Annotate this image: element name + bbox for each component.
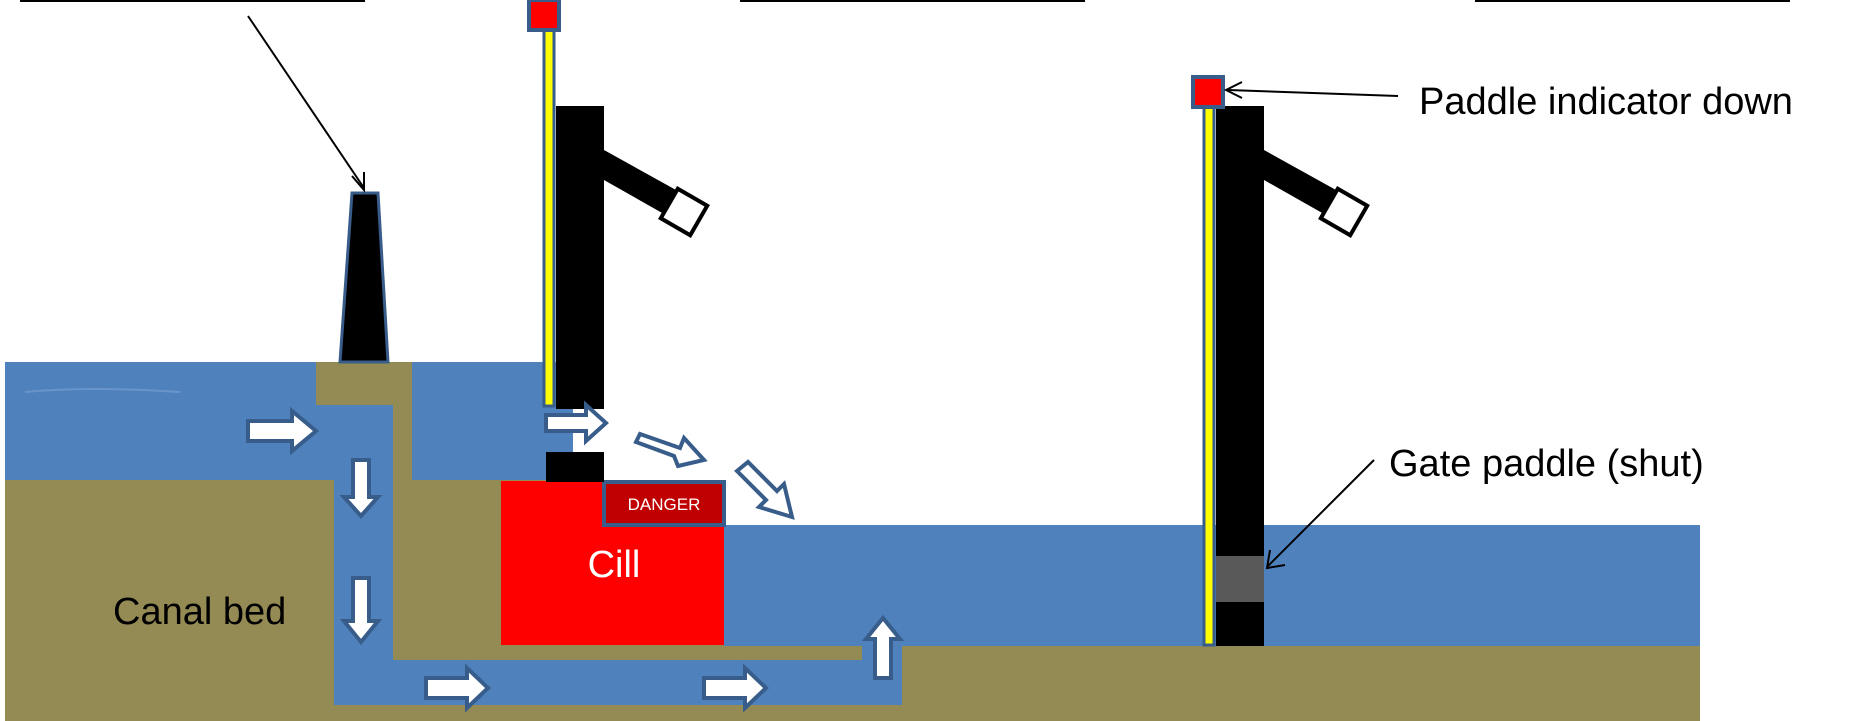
flow-arrow [734, 459, 795, 520]
top-gate-indicator-rod [542, 26, 556, 408]
top-gate-post [556, 106, 604, 409]
bottom-gate [1191, 75, 1370, 647]
danger-sign-label: DANGER [628, 495, 701, 514]
flow-arrow [861, 614, 905, 680]
top-gate-beam-end [658, 186, 710, 238]
ground-paddle-leader-line [247, 15, 365, 189]
gate-paddle-shut [1216, 556, 1264, 602]
gate-paddle-leader-arrowhead [1265, 549, 1286, 570]
bottom-gate-beam-end [1318, 186, 1370, 238]
bottom-earth-strip [334, 705, 914, 721]
flow-arrow [339, 458, 383, 519]
flow-arrow [544, 400, 609, 446]
gate-paddle-leader-line [1267, 459, 1375, 567]
top-gate [527, 0, 710, 482]
flow-arrow [339, 576, 383, 646]
flow-arrow [633, 431, 708, 469]
culvert-divider-earth [393, 405, 412, 480]
gate-paddle-label: Gate paddle (shut) [1389, 443, 1704, 485]
canal-bed-label: Canal bed [113, 591, 286, 633]
paddle-indicator-leader-line [1227, 89, 1399, 97]
top-gate-paddle-indicator [527, 0, 561, 32]
bottom-gate-indicator-rod [1202, 102, 1216, 647]
ground-paddle-leader-arrowhead [351, 172, 365, 193]
danger-sign [602, 480, 726, 527]
ground-paddle-post [338, 191, 390, 364]
paddle-indicator-leader-arrowhead [1223, 81, 1243, 99]
flow-arrow [246, 406, 320, 456]
bottom-gate-paddle-indicator [1191, 75, 1225, 109]
flow-arrow [702, 663, 769, 713]
paddle-indicator-label: Paddle indicator down [1419, 81, 1793, 123]
cill-block-earth [393, 480, 501, 660]
top-gate-paddle-lower [546, 452, 604, 482]
top-gate-balance-beam [604, 150, 676, 214]
bottom-gate-balance-beam [1264, 150, 1336, 214]
cill-label: Cill [588, 544, 641, 586]
canal-bed-left [5, 480, 334, 721]
water-ripple [24, 388, 181, 393]
flow-arrows [246, 400, 905, 713]
culvert-cap-earth [316, 362, 412, 405]
flow-arrow [424, 663, 491, 713]
